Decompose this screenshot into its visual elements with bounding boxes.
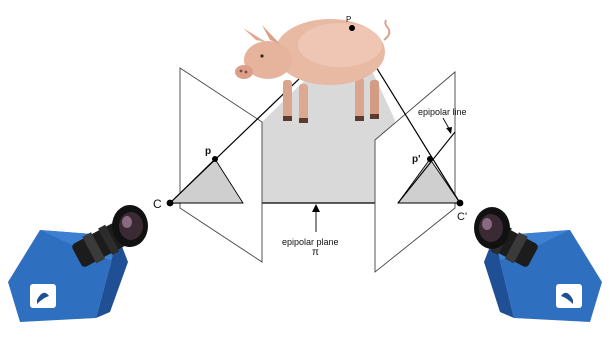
- right-camera-center-dot: [456, 199, 464, 207]
- epipolar-line-arrowhead: [446, 127, 452, 134]
- left-image-point-dot: [212, 156, 218, 162]
- epipolar-plane-arrowhead: [312, 204, 320, 212]
- epipolar-line: [397, 131, 456, 204]
- right-image-plane: [374, 71, 456, 273]
- left-camera-center-label: C: [153, 197, 162, 211]
- pig-image: [235, 19, 391, 123]
- right-camera-center-label: C': [457, 211, 467, 223]
- epipolar-plane-label: epipolar plane: [282, 237, 339, 247]
- right-image-point-label: p': [412, 154, 421, 165]
- epipolar-line-label: epipolar line: [418, 107, 467, 117]
- right-projection-triangle: [397, 158, 461, 204]
- left-camera-center-dot: [166, 199, 174, 207]
- right-camera: [474, 207, 602, 322]
- right-image-point-dot: [427, 156, 433, 162]
- plane-symbol-label: π: [312, 247, 319, 258]
- left-image-point-label: p: [205, 146, 211, 157]
- left-image-plane: [179, 67, 263, 263]
- point-3d-label: P: [346, 15, 351, 24]
- left-camera: [8, 205, 148, 322]
- point-3d-dot: [349, 25, 355, 31]
